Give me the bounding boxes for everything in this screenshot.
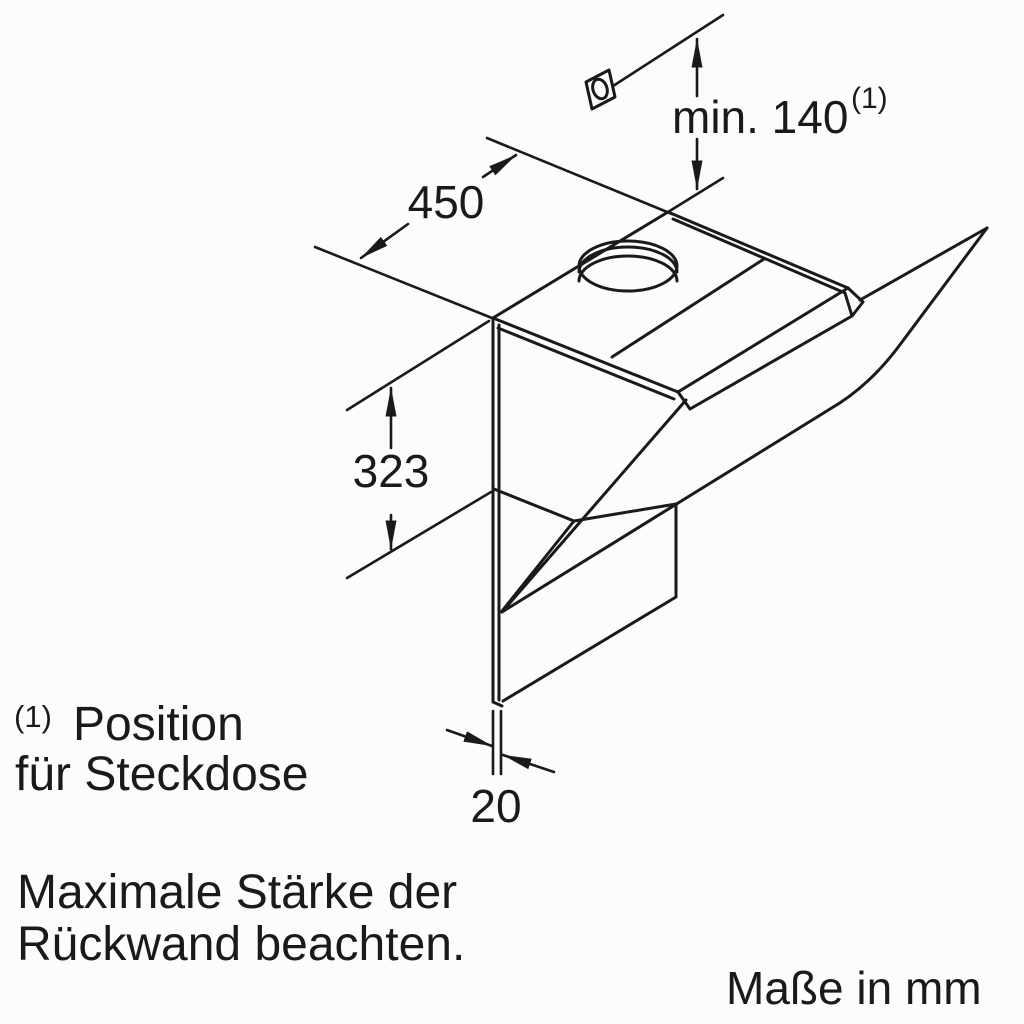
units-note: Maße in mm: [726, 962, 982, 1014]
lower-panel: [501, 502, 678, 703]
min140-superscript: (1): [851, 82, 888, 115]
hood-body-outline: [491, 210, 989, 708]
rear-band: [671, 217, 865, 318]
min140-extension: [666, 176, 725, 214]
footnote-line2: für Steckdose: [15, 748, 308, 801]
dim323-ext-lower: [345, 490, 493, 580]
screen-bottom-edge: [500, 226, 989, 614]
top-face-seam: [610, 257, 766, 359]
footnote-marker: (1): [14, 699, 52, 734]
dim323-label: 323: [353, 445, 430, 497]
top-face: [491, 210, 850, 394]
warning-line1: Maximale Stärke der: [17, 866, 457, 919]
socket-icon: [584, 68, 617, 111]
dimension-lines: [313, 13, 725, 776]
dim323-ext-upper: [345, 319, 491, 412]
dimension-labels: min. 140 (1) 450 323 20: [353, 82, 888, 832]
dim450-arrow-lower: [359, 222, 410, 260]
screen-left-edge: [500, 398, 688, 614]
dim20-label: 20: [470, 780, 521, 832]
dim450-ext-lower: [313, 245, 494, 320]
min140-label: min. 140: [672, 91, 848, 143]
duct-collar-icon: [577, 239, 679, 293]
dim20-arrow-left: [445, 728, 494, 748]
screen-top-edge: [858, 226, 989, 302]
notes: (1) Position für Steckdose Maximale Stär…: [14, 698, 982, 1014]
dim450-arrow-upper: [481, 153, 518, 179]
rear-panel-edge: [491, 316, 504, 708]
right-edge-band: [676, 286, 854, 411]
front-band: [496, 326, 692, 411]
dim450-ext-upper: [485, 136, 674, 216]
dim450-label: 450: [408, 176, 485, 228]
socket-leader-line: [611, 13, 725, 88]
warning-line2: Rückwand beachten.: [17, 918, 465, 971]
dim20-arrow-right: [501, 753, 556, 774]
footnote-line1: Position: [73, 698, 244, 751]
